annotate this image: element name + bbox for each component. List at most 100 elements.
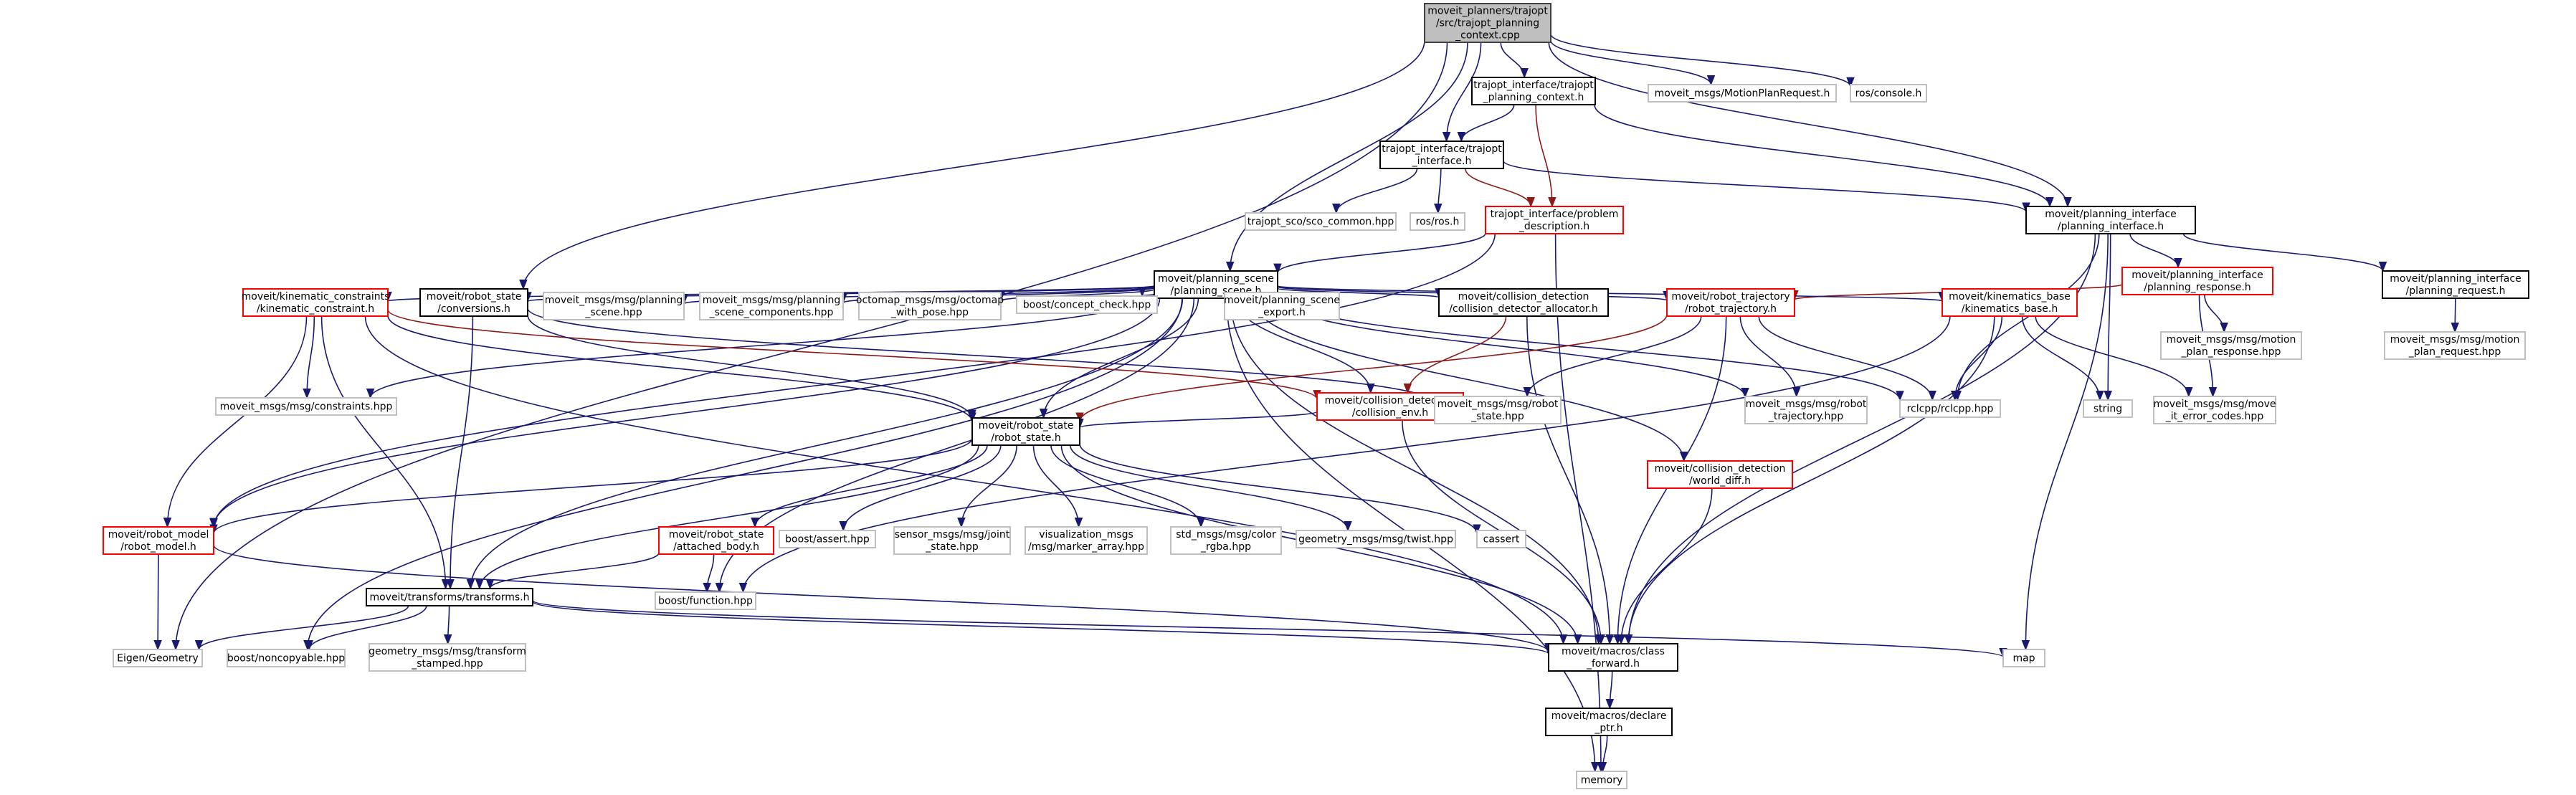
node-label: sensor_msgs/msg/joint [895,529,1010,541]
node-box [699,292,844,320]
node-mpr[interactable]: moveit_msgs/msg/motion_plan_response.hpp [2160,331,2302,360]
node-mprq[interactable]: moveit_msgs/msg/motion_plan_request.hpp [2384,331,2526,360]
edge-rm-to-cf [213,544,1553,654]
node-vis[interactable]: visualization_msgs/msg/marker_array.hpp [1025,526,1148,555]
node-gts[interactable]: geometry_msgs/msg/transform_stamped.hpp [369,643,526,672]
node-label: _forward.h [1586,658,1640,670]
node-dp[interactable]: moveit/macros/declare_ptr.h [1545,708,1673,736]
edge-tiif-to-tiprob [1465,168,1535,208]
node-bassert[interactable]: boost/assert.hpp [779,530,876,548]
node-rs[interactable]: moveit/robot_state/robot_state.h [971,417,1080,446]
node-conv[interactable]: moveit/robot_state/conversions.h [419,288,528,317]
node-pse[interactable]: moveit/planning_scene_export.h [1224,292,1340,320]
node-label: geometry_msgs/msg/twist.hpp [1298,534,1453,546]
node-label: /planning_response.h [2144,282,2251,293]
node-tictx[interactable]: trajopt_interface/trajopt_planning_conte… [1471,77,1596,105]
edge-rs-to-vis [1032,444,1083,528]
node-label: ros/console.h [1855,88,1922,100]
edge-kc-to-tf [320,315,450,590]
node-mrs[interactable]: moveit_msgs/msg/robot_state.hpp [1434,396,1562,424]
node-tiif[interactable]: trajopt_interface/trajopt_interface.h [1379,141,1504,169]
node-rclcpp[interactable]: rclcpp/rclcpp.hpp [1899,399,2001,418]
edge-tf-to-bnc [305,605,427,651]
edge-ps-to-bnc [303,297,1183,651]
node-box [419,288,528,317]
node-mpsc[interactable]: moveit_msgs/msg/planning_scene_component… [699,292,844,320]
node-wd[interactable]: moveit/collision_detection/world_diff.h [1647,460,1793,489]
node-box [2002,649,2045,667]
node-label: cassert [1483,534,1520,546]
edge-rs-to-twist [1070,444,1352,532]
node-roscon[interactable]: ros/console.h [1850,84,1927,103]
node-octo[interactable]: octomap_msgs/msg/octomap_with_pose.hpp [856,292,1004,320]
edge-preq-to-mprq [2451,297,2459,333]
edge-dp-to-mem [1598,735,1608,773]
node-mpsm[interactable]: moveit_msgs/msg/planning_scene.hpp [543,292,685,320]
node-label: /collision_detector_allocator.h [1449,303,1597,315]
node-mrt[interactable]: moveit_msgs/msg/robot_trajectory.hpp [1744,396,1868,424]
node-preq[interactable]: moveit/planning_interface/planning_reque… [2382,270,2529,299]
edge-tf-to-eig [194,605,409,651]
node-root[interactable]: moveit_planners/trajopt/src/trajopt_plan… [1424,3,1551,43]
node-twist[interactable]: geometry_msgs/msg/twist.hpp [1296,530,1456,548]
node-box [2121,267,2273,295]
node-bfunc[interactable]: boost/function.hpp [655,591,756,610]
node-pi[interactable]: moveit/planning_interface/planning_inter… [2025,206,2196,234]
edge-rs-to-cassert [1079,443,1481,535]
edge-cda-to-cf [1526,315,1614,645]
node-mec[interactable]: moveit_msgs/msg/move_it_error_codes.hpp [2153,396,2276,424]
node-mem[interactable]: memory [1576,771,1627,789]
node-kb[interactable]: moveit/kinematics_base/kinematics_base.h [1941,288,2078,317]
edge-ps-to-rs [1039,297,1199,419]
node-label: _scene_components.hpp [709,307,834,318]
node-sjs[interactable]: sensor_msgs/msg/joint_state.hpp [893,526,1011,555]
node-box [1647,460,1793,489]
node-box [1850,84,1927,103]
node-box [1224,292,1340,320]
edge-ab-to-bfunc [703,553,715,594]
node-rm[interactable]: moveit/robot_model/robot_model.h [103,526,214,555]
node-tf[interactable]: moveit/transforms/transforms.h [366,588,533,606]
node-box [971,417,1080,446]
node-box [1025,526,1148,555]
node-crgba[interactable]: std_msgs/msg/color_rgba.hpp [1170,526,1282,555]
node-bnc[interactable]: boost/noncopyable.hpp [227,649,346,667]
node-label: moveit/planning_scene [1224,295,1340,306]
node-label: /conversions.h [437,303,510,315]
node-map[interactable]: map [2002,649,2045,667]
node-label: moveit/robot_state [979,420,1074,432]
node-label: _planning_context.h [1483,92,1584,103]
edge-kb-to-cf [1624,315,1995,645]
node-cons[interactable]: moveit_msgs/msg/constraints.hpp [215,397,397,416]
node-box [369,643,526,672]
node-rt[interactable]: moveit/robot_trajectory/robot_trajectory… [1666,288,1795,317]
node-eig[interactable]: Eigen/Geometry [113,649,203,667]
node-motreq[interactable]: moveit_msgs/MotionPlanRequest.h [1648,84,1837,103]
edge-kc-to-rm [163,315,308,528]
node-presp[interactable]: moveit/planning_interface/planning_respo… [2121,267,2273,295]
edge-pi-to-map [2021,233,2109,651]
edge-tiif-to-pi [1503,160,2030,213]
edge-root-to-motreq [1550,40,1716,86]
node-bcc[interactable]: boost/concept_check.hpp [1016,295,1158,314]
edge-root-to-tictx [1500,42,1529,79]
node-label: moveit/transforms/transforms.h [369,592,529,604]
node-str[interactable]: string [2083,399,2133,418]
node-label: /robot_state.h [991,432,1060,444]
node-label: moveit_msgs/msg/constraints.hpp [220,401,393,413]
node-tiprob[interactable]: trajopt_interface/problem_description.h [1485,206,1624,234]
node-label: _stamped.hpp [411,658,483,670]
node-label: rclcpp/rclcpp.hpp [1907,404,1994,415]
node-ps[interactable]: moveit/planning_scene/planning_scene.h [1154,270,1278,299]
node-sco[interactable]: trajopt_sco/sco_common.hpp [1245,212,1397,231]
node-label: _plan_response.hpp [2181,346,2281,358]
node-label: _rgba.hpp [1200,541,1251,553]
node-cf[interactable]: moveit/macros/class_forward.h [1548,643,1678,672]
node-kc[interactable]: moveit/kinematic_constraints/kinematic_c… [242,288,390,317]
node-ab[interactable]: moveit/robot_state/attached_body.h [658,526,774,555]
edge-tictx-to-pi [1594,104,2054,208]
node-box [1170,526,1282,555]
node-rosh[interactable]: ros/ros.h [1410,212,1465,231]
node-cassert[interactable]: cassert [1476,530,1526,548]
node-cda[interactable]: moveit/collision_detection/collision_det… [1438,288,1609,317]
